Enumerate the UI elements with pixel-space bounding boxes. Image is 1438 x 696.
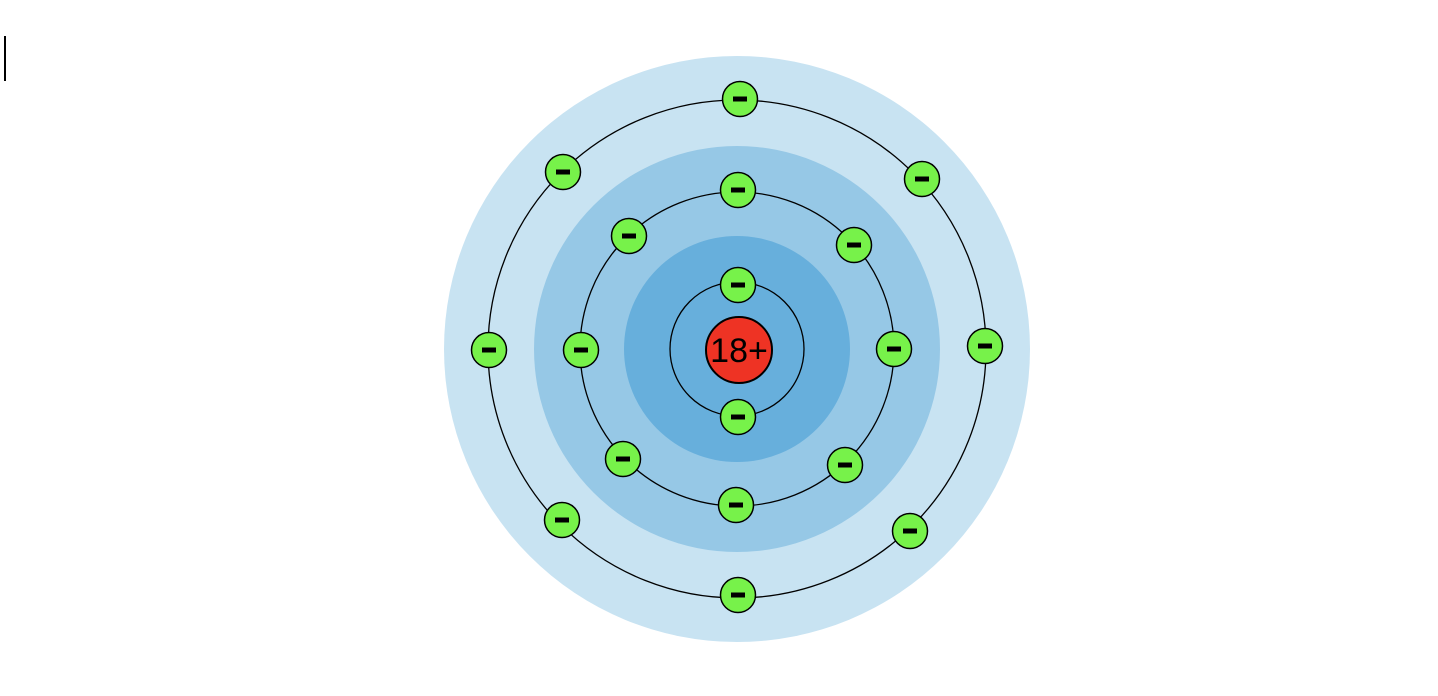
text-cursor <box>4 36 6 81</box>
electron <box>719 398 757 436</box>
electron <box>562 331 600 369</box>
electron <box>891 512 929 550</box>
electron <box>966 327 1004 365</box>
electron <box>719 171 757 209</box>
electron <box>719 266 757 304</box>
electron <box>543 501 581 539</box>
nucleus-charge-label: 18+ <box>710 332 768 370</box>
electron <box>717 486 755 524</box>
electron <box>826 446 864 484</box>
electron <box>544 153 582 191</box>
electron <box>875 330 913 368</box>
electron <box>903 160 941 198</box>
electron <box>610 217 648 255</box>
electron <box>719 576 757 614</box>
electron <box>470 331 508 369</box>
nucleus: 18+ <box>705 316 773 384</box>
electron <box>835 226 873 264</box>
electron <box>604 440 642 478</box>
electron <box>721 80 759 118</box>
